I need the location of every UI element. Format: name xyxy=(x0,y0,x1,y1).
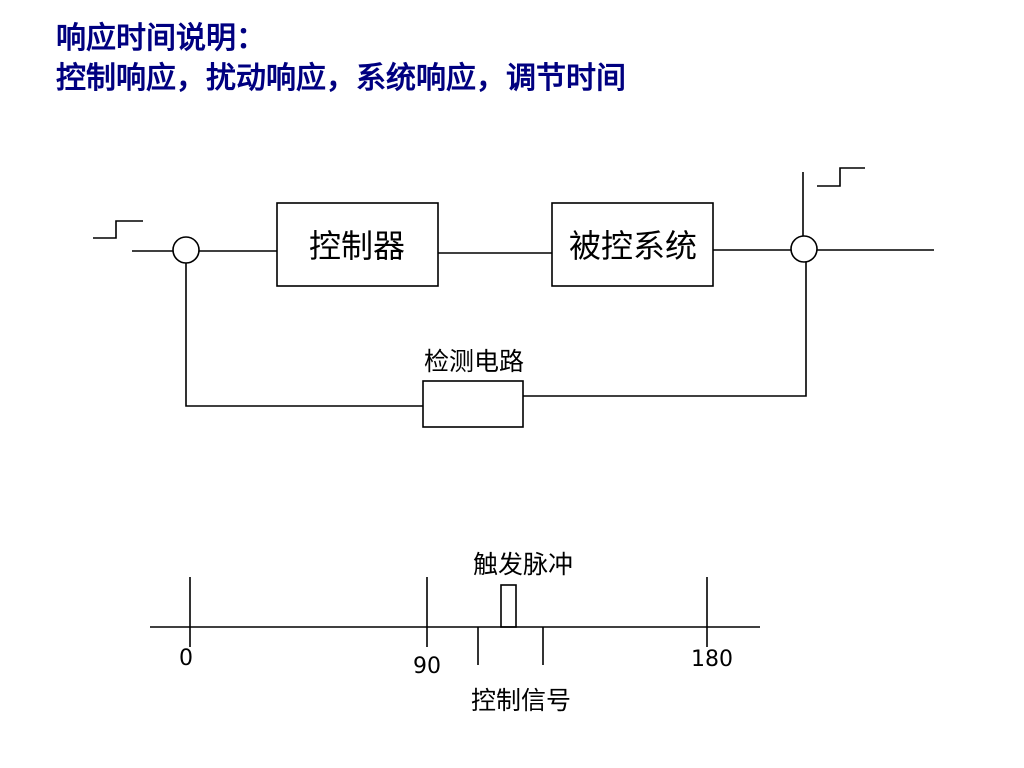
tick-label-0: 0 xyxy=(179,646,193,671)
trigger-pulse-label: 触发脉冲 xyxy=(473,550,573,579)
plant-block xyxy=(551,202,714,287)
controller-label: 控制器 xyxy=(309,227,405,265)
feedback-return-line xyxy=(185,263,423,407)
output-summing-junction xyxy=(790,235,818,263)
slide-title-line-2: 控制响应，扰动响应，系统响应，调节时间 xyxy=(56,61,626,96)
detector-block xyxy=(422,380,524,428)
trigger-pulse xyxy=(500,584,517,628)
slide-title-line-1: 响应时间说明： xyxy=(56,21,266,56)
input-step-icon xyxy=(93,220,143,239)
input-summing-junction xyxy=(172,236,200,264)
controller-block xyxy=(276,202,439,287)
tick-label-90: 90 xyxy=(413,654,441,679)
disturbance-step-icon xyxy=(817,167,865,187)
control-signal-label: 控制信号 xyxy=(471,686,571,715)
feedback-output-line xyxy=(523,262,807,397)
plant-label: 被控系统 xyxy=(569,227,697,265)
detector-label: 检测电路 xyxy=(424,347,524,376)
tick-label-180: 180 xyxy=(691,647,733,672)
